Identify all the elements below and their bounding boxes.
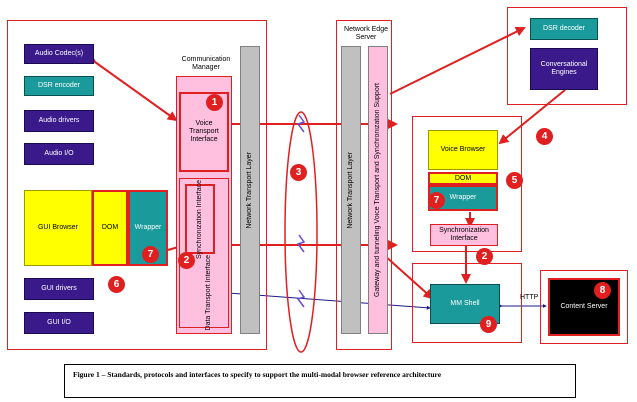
client-device-region [7, 20, 267, 350]
badge-6: 6 [108, 276, 125, 293]
figure-caption: Figure 1 – Standards, protocols and inte… [73, 370, 442, 379]
gui-io-box: GUI I/O [24, 312, 94, 334]
arrow-engines-voice-browser [498, 89, 566, 145]
data-transport-group [179, 178, 229, 328]
gui-drivers-box: GUI drivers [24, 278, 94, 300]
conversational-engines-box: Conversational Engines [530, 48, 598, 90]
badge-3: 3 [290, 164, 307, 181]
sync-interface-left-label: Synchronization Interface [196, 179, 203, 259]
sync-interface-right-box: Synchronization Interface [430, 224, 498, 246]
voice-browser-box: Voice Browser [428, 130, 498, 170]
dsr-encoder-box: DSR encoder [24, 76, 94, 96]
badge-5: 5 [506, 172, 523, 189]
lightning-icon [296, 114, 306, 133]
audio-codec-box: Audio Codec(s) [24, 44, 94, 64]
network-edge-server-label: Network Edge Server [344, 26, 388, 41]
voice-transport-interface-box: Voice Transport Interface [179, 92, 229, 172]
network-cloud [284, 111, 318, 353]
engines-region [507, 7, 627, 105]
badge-7-left: 7 [142, 246, 159, 263]
wrapper-left-box: Wrapper [128, 190, 168, 266]
gateway-voice-sync-label: Gateway and tunneling Voice Transport an… [374, 82, 381, 298]
comm-manager-label: Communication Manager [181, 56, 231, 71]
dom-left-box: DOM [92, 190, 128, 266]
badge-4: 4 [536, 128, 553, 145]
badge-1: 1 [206, 94, 223, 111]
badge-8: 8 [594, 282, 611, 299]
http-label: HTTP [520, 294, 539, 301]
network-transport-layer-right-label: Network Transport Layer [347, 151, 354, 229]
content-server-region [540, 270, 628, 344]
data-transport-interface-box: Data Transport Interface [197, 255, 221, 330]
sync-interface-left-box: Synchronization Interface [185, 180, 215, 259]
data-transport-interface-label: Data Transport Interface [205, 255, 212, 331]
gateway-voice-sync-box: Gateway and tunneling Voice Transport an… [368, 46, 388, 334]
audio-drivers-box: Audio drivers [24, 110, 94, 132]
lightning-icon [296, 289, 306, 308]
network-transport-layer-left-label: Network Transport Layer [246, 151, 253, 229]
badge-9: 9 [480, 316, 497, 333]
arrow-codec-voice-transport [85, 53, 178, 122]
lightning-icon [296, 234, 306, 253]
gui-browser-box: GUI Browser [24, 190, 92, 266]
badge-7-right: 7 [428, 192, 445, 209]
dsr-decoder-box: DSR decoder [530, 18, 598, 40]
dom-right-box: DOM [428, 172, 498, 185]
audio-io-box: Audio I/O [24, 143, 94, 165]
badge-2-left: 2 [178, 252, 195, 269]
arrow-data-transport-mm-shell [224, 290, 431, 310]
network-edge-region [336, 20, 392, 350]
arrow-edge-dsr-decoder [389, 27, 526, 95]
network-transport-layer-left-box: Network Transport Layer [240, 46, 260, 334]
caption-box: Figure 1 – Standards, protocols and inte… [64, 364, 576, 398]
badge-2-right: 2 [476, 248, 493, 265]
mm-shell-region [412, 263, 522, 343]
network-transport-layer-right-box: Network Transport Layer [341, 46, 361, 334]
